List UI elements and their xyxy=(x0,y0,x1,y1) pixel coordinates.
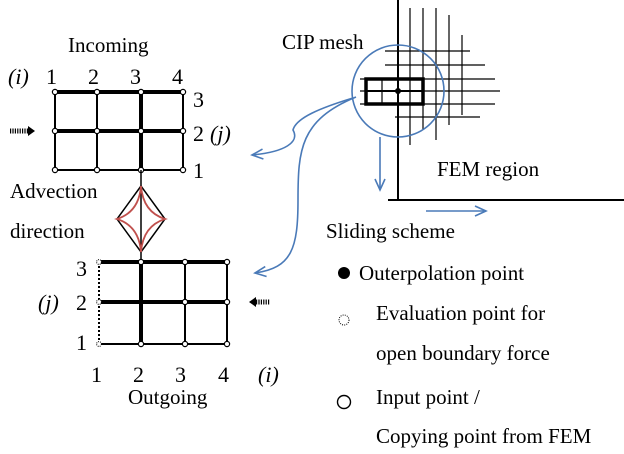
advection-direction-icon xyxy=(114,170,168,262)
cip-zoom-circle xyxy=(351,44,445,138)
incoming-row-1: 1 xyxy=(193,158,204,183)
cip-outerpolation-point xyxy=(395,88,401,94)
outgoing-i-label: (i) xyxy=(258,362,279,387)
incoming-row-3: 3 xyxy=(193,87,204,112)
outgoing-row-1: 1 xyxy=(76,330,87,355)
outgoing-col-4: 4 xyxy=(218,362,229,387)
fem-region-label: FEM region xyxy=(437,157,540,181)
legend-input-label-line2: Copying point from FEM xyxy=(376,424,592,448)
incoming-title: Incoming xyxy=(68,33,149,57)
legend-evaluation-label-line2: open boundary force xyxy=(376,341,550,365)
fem-mesh xyxy=(351,0,624,201)
outgoing-col-2: 2 xyxy=(133,362,144,387)
advection-label-line2: direction xyxy=(10,219,85,243)
legend-outerpolation-marker xyxy=(338,267,350,279)
incoming-i-label: (i) xyxy=(8,64,29,89)
legend-input-label-line1: Input point / xyxy=(376,385,480,409)
outgoing-direction-arrow-icon xyxy=(249,297,270,307)
legend-evaluation-marker xyxy=(338,314,350,326)
outgoing-j-label: (j) xyxy=(38,290,59,315)
outgoing-nodes xyxy=(96,258,231,348)
outgoing-title: Outgoing xyxy=(128,385,208,409)
incoming-row-2: 2 xyxy=(193,121,204,146)
copy-arrows-icon xyxy=(250,96,357,278)
legend-evaluation-label-line1: Evaluation point for xyxy=(376,301,545,325)
outgoing-col-3: 3 xyxy=(175,362,186,387)
incoming-j-label: (j) xyxy=(210,121,231,146)
cip-mesh-label: CIP mesh xyxy=(282,30,364,54)
advection-label-line1: Advection xyxy=(10,179,98,203)
outgoing-grid: 3 (j) 2 1 1 2 3 4 (i) Outgoing xyxy=(38,256,279,409)
sliding-scheme-label: Sliding scheme xyxy=(326,219,455,243)
incoming-col-1: 1 xyxy=(46,64,57,89)
incoming-col-4: 4 xyxy=(172,64,183,89)
incoming-grid: Incoming (i) 1 2 3 4 3 2 (j) 1 xyxy=(8,33,231,183)
incoming-col-3: 3 xyxy=(130,64,141,89)
outgoing-col-1: 1 xyxy=(91,362,102,387)
legend: Outerpolation point Evaluation point for… xyxy=(336,261,592,448)
legend-input-marker xyxy=(336,394,352,410)
incoming-direction-arrow-icon xyxy=(10,126,35,136)
legend-outerpolation-label: Outerpolation point xyxy=(359,261,524,285)
outgoing-row-3: 3 xyxy=(76,256,87,281)
outgoing-row-2: 2 xyxy=(76,290,87,315)
sliding-scheme-arrows-icon xyxy=(374,137,488,217)
incoming-nodes xyxy=(51,88,187,174)
incoming-col-2: 2 xyxy=(88,64,99,89)
